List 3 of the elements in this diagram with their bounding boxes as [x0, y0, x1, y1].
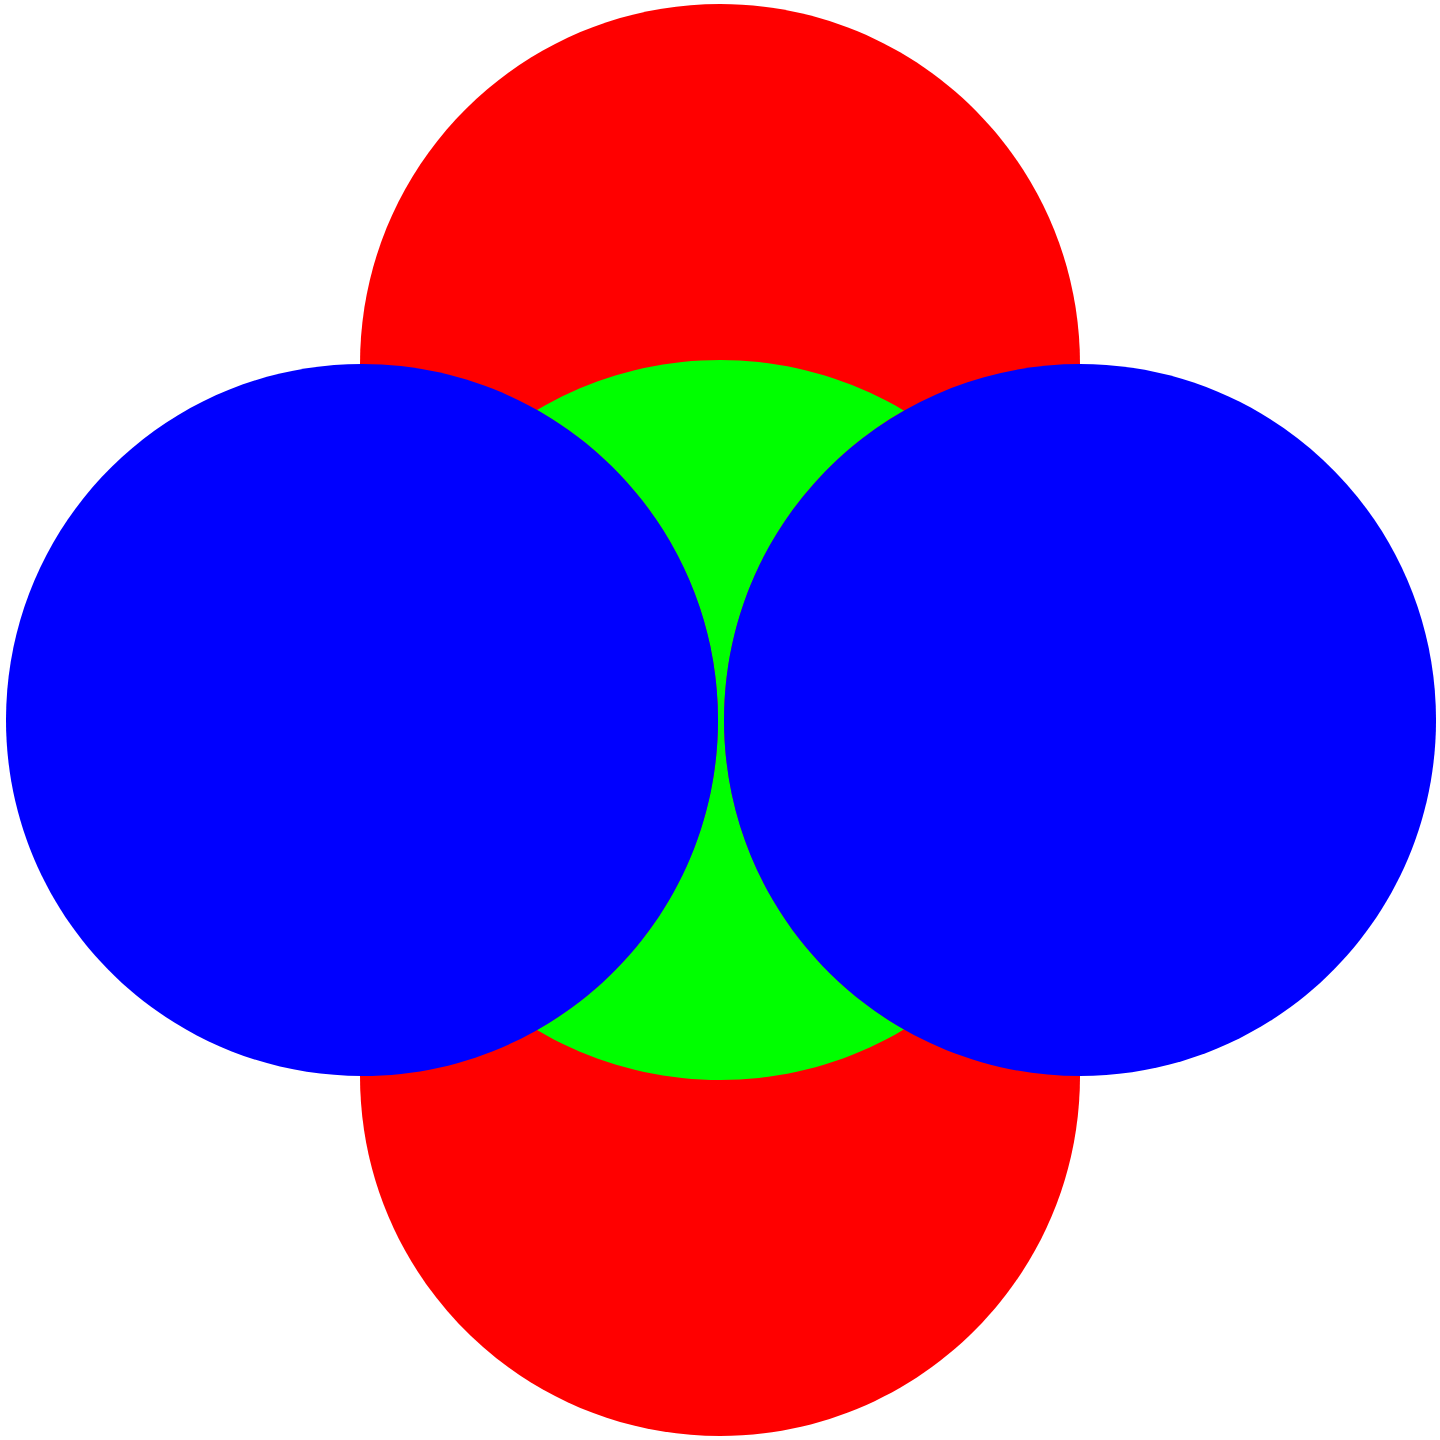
circle-shape [6, 364, 718, 1076]
lens-shape [537, 360, 905, 1080]
circle-shape [724, 364, 1436, 1076]
